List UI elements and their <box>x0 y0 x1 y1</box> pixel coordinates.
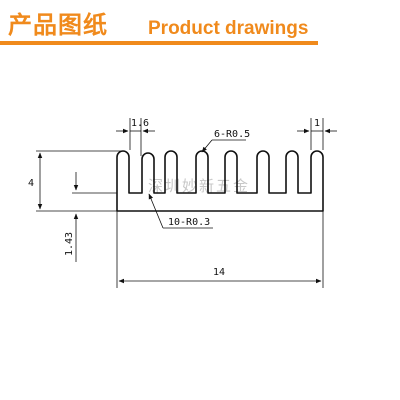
extension-lines <box>36 118 324 288</box>
dimension-height: 4 <box>28 152 43 210</box>
dim-width-label: 14 <box>213 267 225 278</box>
callout-root-radius: 10-R0.3 <box>148 193 213 229</box>
title-underline <box>0 41 318 45</box>
title-chinese: 产品图纸 <box>8 11 108 39</box>
header: 产品图纸 Product drawings <box>0 0 400 52</box>
dim-fin-label: 1.6 <box>131 118 149 129</box>
heatsink-profile <box>116 150 324 212</box>
dimension-fin-width: 1.6 <box>116 118 155 134</box>
callout-root-radius-label: 10-R0.3 <box>168 217 210 228</box>
dimension-base-thickness: 1.43 <box>64 172 79 262</box>
callout-top-radius: 6-R0.5 <box>201 129 250 153</box>
watermark-text: 深圳妙新五金 <box>148 177 250 195</box>
callout-top-radius-label: 6-R0.5 <box>214 129 250 140</box>
title-english: Product drawings <box>148 18 309 39</box>
dimension-gap-width: 1 <box>297 118 337 134</box>
dim-base-label: 1.43 <box>64 232 75 256</box>
dim-height-label: 4 <box>28 178 34 189</box>
dim-gap-label: 1 <box>314 118 320 129</box>
dimension-total-width: 14 <box>118 267 322 284</box>
